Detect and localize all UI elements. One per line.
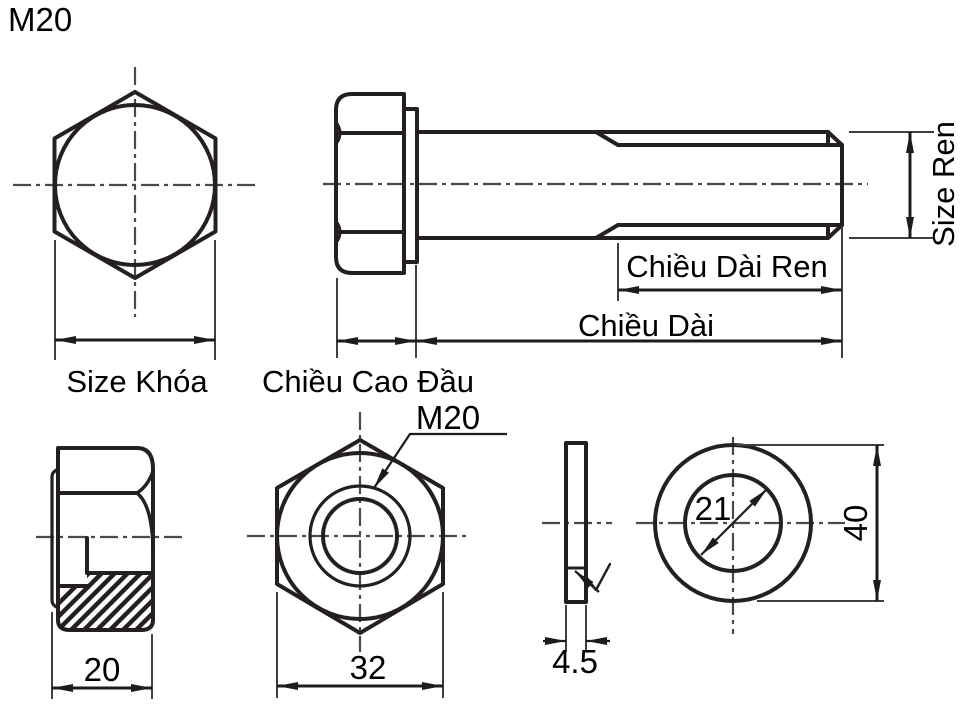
- drawing-labels: M20 Size Khóa Chiều Cao Đầu Chiều Dài Ch…: [8, 1, 961, 688]
- bolt-thread-runout: [594, 130, 844, 240]
- nut-flange-strip: [50, 467, 60, 610]
- bolt-shank-lines: [415, 130, 830, 240]
- length-label: Chiều Dài: [578, 308, 714, 343]
- nut-bore-circle: [321, 497, 399, 575]
- surface-finish-leader-arrow: [574, 570, 600, 593]
- washer-inner-circle: [683, 473, 783, 573]
- washer-side-outline: [564, 441, 588, 604]
- nut-front-view: [275, 438, 445, 635]
- dimension-lines: [52, 132, 914, 692]
- drawing-title: M20: [8, 1, 72, 38]
- bolt-end-chamfer: [826, 130, 844, 240]
- nut-thread-circle: [308, 484, 412, 588]
- hex-head-outline: [52, 90, 218, 280]
- nut-section-view: [50, 446, 155, 632]
- nut-thread-label: M20: [416, 399, 480, 436]
- surface-finish-symbol: [585, 562, 612, 592]
- washer-side-view: [564, 441, 612, 604]
- bolt-head-facet-arcs: [334, 120, 342, 245]
- bolt-side-view: [334, 92, 844, 275]
- head-height-label: Chiều Cao Đầu: [262, 364, 474, 399]
- nut-section-hatching: [58, 573, 151, 630]
- dim-washer-id-diagonal: [700, 488, 768, 556]
- small-dimension-lines: [373, 432, 768, 645]
- bolt-head-front-view: [52, 90, 218, 280]
- thread-size-label: Size Ren: [926, 121, 961, 247]
- washer-outer-diameter-value: 40: [837, 505, 874, 542]
- nut-thread-leader-line: [373, 432, 507, 489]
- hex-head-chamfer-circle: [53, 103, 217, 267]
- bolt-head-side-outline: [334, 92, 406, 275]
- centerlines: [13, 67, 868, 652]
- washer-inner-diameter-value: 21: [695, 490, 732, 527]
- bolt-washer-face-collar: [402, 107, 419, 264]
- washer-thickness-value: 4.5: [552, 643, 598, 680]
- nut-hex-outline: [275, 438, 445, 635]
- nut-height-value: 20: [84, 651, 121, 688]
- nut-across-flats-value: 32: [350, 649, 387, 686]
- nut-chamfer-circle: [275, 451, 445, 621]
- thread-length-label: Chiều Dài Ren: [626, 249, 828, 284]
- wrench-size-label: Size Khóa: [66, 364, 208, 399]
- washer-front-view: [653, 443, 813, 603]
- washer-outer-circle: [653, 443, 813, 603]
- bolt-head-facet-lines: [334, 131, 406, 234]
- extension-lines: [51, 131, 934, 699]
- nut-facet-curves: [135, 469, 155, 550]
